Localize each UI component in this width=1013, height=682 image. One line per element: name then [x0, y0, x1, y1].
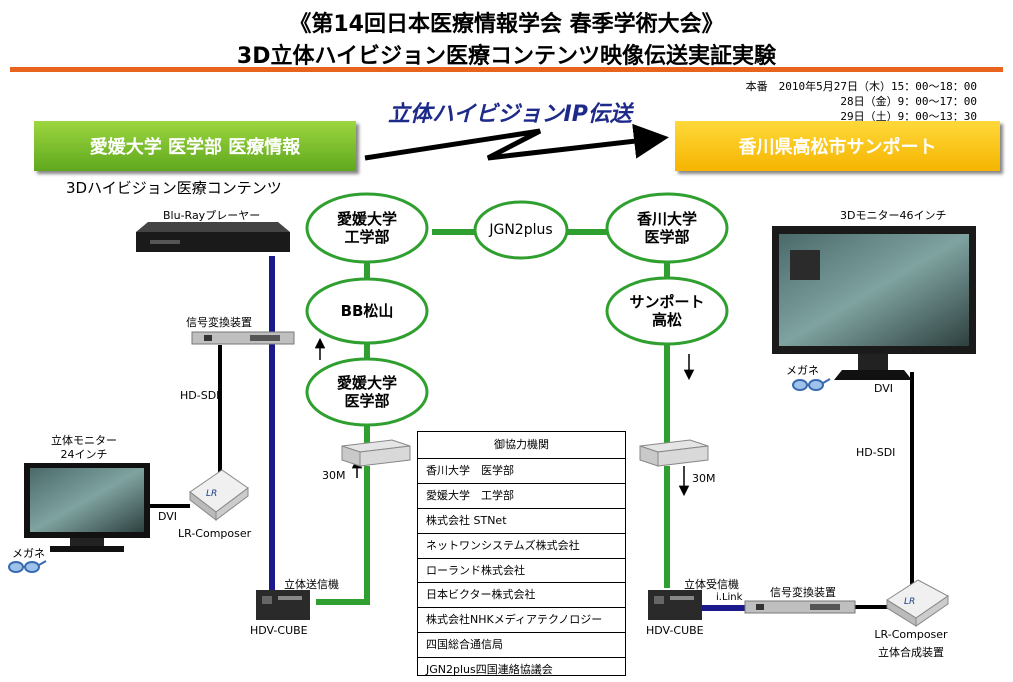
- lr-badge-right: LR: [904, 597, 915, 607]
- signal-converter-right-icon: [744, 600, 856, 614]
- cooperation-item: ネットワンシステムズ株式会社: [418, 534, 625, 559]
- hdv-cube-right-icon: [648, 590, 702, 620]
- lr-composer-right-label-2: 立体合成装置: [878, 646, 944, 659]
- site-box-ehime: 愛媛大学 医学部 医療情報: [34, 121, 356, 171]
- cooperation-item: 株式会社 STNet: [418, 509, 625, 534]
- video-links: [269, 256, 745, 611]
- receiver-label: 立体受信機: [684, 578, 739, 591]
- converter-left-label: 信号変換装置: [186, 316, 252, 329]
- contents-label: 3Dハイビジョン医療コンテンツ: [66, 179, 282, 197]
- node-ehime-eng: [305, 192, 429, 264]
- cooperation-item: 株式会社NHKメディアテクノロジー: [418, 608, 625, 634]
- page-subtitle: 3D立体ハイビジョン医療コンテンツ映像伝送実証実験: [236, 44, 777, 69]
- cooperation-item: JGN2plus四国連絡協議会: [426, 663, 553, 677]
- network-links: [316, 229, 670, 605]
- node-label-jgn: JGN2plus: [489, 221, 553, 238]
- title-divider: [10, 67, 1003, 72]
- monitor46-label: 3Dモニター46インチ: [840, 209, 947, 222]
- node-label-ehime-med: 愛媛大学 医学部: [336, 374, 397, 410]
- node-label-kagawa-med: 香川大学 医学部: [636, 210, 697, 246]
- node-jgn: [473, 200, 569, 260]
- cooperation-item: ローランド株式会社: [418, 559, 625, 584]
- hdv-right-label: HDV-CUBE: [646, 624, 704, 637]
- network-hub-right-icon: [639, 439, 709, 467]
- bluray-label: Blu-Rayプレーヤー: [163, 209, 261, 222]
- dvi-left-label: DVI: [158, 510, 178, 523]
- glasses-right-label: メガネ: [786, 364, 819, 377]
- schedule-line-1: 本番 2010年5月27日（木）15：00～18：00: [745, 80, 977, 93]
- sender-label: 立体送信機: [284, 578, 339, 591]
- page-title: 《第14回日本医療情報学会 春季学術大会》: [289, 12, 724, 37]
- signal-converter-left-icon: [191, 331, 295, 345]
- schedule-line-2: 28日（金）9：00～17：00: [840, 95, 977, 108]
- glasses-left-icon: [8, 560, 47, 573]
- hdsdi-right-label: HD-SDI: [856, 446, 896, 459]
- lr-composer-right-icon: LR: [886, 579, 949, 627]
- node-kagawa-med: [605, 192, 729, 264]
- hdv-left-label: HDV-CUBE: [250, 624, 308, 637]
- monitor-24-icon: [24, 463, 150, 552]
- converter-right-label: 信号変換装置: [770, 586, 836, 599]
- bandwidth-right-label: 30M: [692, 472, 716, 485]
- node-sunport: [605, 276, 729, 346]
- monitor-46-icon: [772, 226, 976, 380]
- dvi-right-label: DVI: [874, 382, 894, 395]
- node-bb: [305, 277, 429, 345]
- schedule-line-3: 29日（土）9：00～13：30: [840, 110, 977, 123]
- node-label-bb: BB松山: [340, 302, 394, 320]
- node-label-ehime-eng: 愛媛大学 工学部: [336, 210, 397, 246]
- cooperation-item: 香川大学 医学部: [418, 459, 625, 484]
- ilink-label: i.Link: [716, 592, 743, 603]
- bluray-player-icon: [136, 222, 290, 252]
- cables: [150, 345, 914, 609]
- site-box-sunport: 香川県高松市サンポート: [675, 121, 1000, 171]
- glasses-right-icon: [792, 378, 831, 391]
- cooperation-title: 御協力機関: [418, 432, 625, 459]
- bandwidth-left-label: 30M: [322, 469, 346, 482]
- hdsdi-left-label: HD-SDI: [180, 389, 220, 402]
- hdv-cube-left-icon: [256, 590, 310, 620]
- lr-composer-left-icon: LR: [189, 469, 249, 522]
- lr-composer-left-label: LR-Composer: [178, 527, 252, 540]
- monitor24-label-2: 24インチ: [60, 448, 108, 461]
- cooperation-item: 愛媛大学 工学部: [418, 484, 625, 509]
- glasses-left-label: メガネ: [12, 547, 45, 560]
- transmission-banner: 立体ハイビジョンIP伝送: [388, 102, 632, 127]
- lr-composer-right-label-1: LR-Composer: [874, 628, 948, 641]
- cooperation-item: 四国総合通信局: [418, 633, 625, 659]
- node-ehime-med: [305, 357, 429, 427]
- cooperation-item: 日本ビクター株式会社: [418, 583, 625, 609]
- lr-badge-left: LR: [206, 489, 217, 499]
- node-label-sunport: サンポート 高松: [629, 293, 705, 329]
- network-hub-left-icon: [341, 439, 411, 467]
- monitor24-label-1: 立体モニター: [51, 434, 117, 447]
- transmission-arrow: [364, 123, 669, 161]
